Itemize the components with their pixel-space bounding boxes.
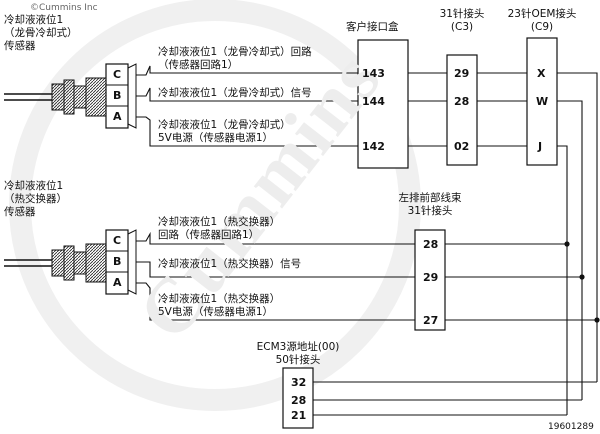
customer-box-title: 客户接口盒 bbox=[346, 21, 399, 33]
c3-title: 31针接头 (C3) bbox=[439, 8, 485, 33]
wires-bottom-sensor bbox=[136, 231, 598, 416]
ecm-pin-32: 32 bbox=[291, 376, 307, 389]
splice-dots bbox=[564, 241, 600, 323]
sensor-top-pin-c: C bbox=[113, 68, 122, 81]
c9-pin-w: W bbox=[536, 95, 549, 108]
c3-connector-box bbox=[446, 54, 478, 166]
wire-label-bottom-b: 冷却液液位1（热交换器）信号 bbox=[158, 258, 302, 270]
customer-box-pin-142: 142 bbox=[362, 140, 385, 153]
sensor-top-title: 冷却液液位1 （龙骨冷却式） 传感器 bbox=[4, 14, 78, 52]
sensor-bottom-pin-b: B bbox=[113, 255, 122, 268]
c9-title: 23针OEM接头 (C9) bbox=[507, 8, 577, 33]
front-harness-pin-28: 28 bbox=[423, 238, 439, 251]
front-harness-pin-29: 29 bbox=[423, 271, 439, 284]
sensor-top-pin-a: A bbox=[113, 110, 122, 123]
sensor-bottom-pin-a: A bbox=[113, 276, 122, 289]
ecm-title: ECM3源地址(00) 50针接头 bbox=[256, 341, 340, 366]
c9-pin-j: J bbox=[538, 140, 543, 153]
ecm-pin-21: 21 bbox=[291, 409, 307, 422]
wire-label-bottom-c: 冷却液液位1（热交换器） 回路（传感器回路1） bbox=[158, 216, 281, 241]
customer-interface-box bbox=[357, 39, 409, 169]
sensor-top-pin-b: B bbox=[113, 89, 122, 102]
wires-top-sensor bbox=[136, 65, 598, 415]
ecm-pin-28: 28 bbox=[291, 394, 307, 407]
customer-box-pin-144: 144 bbox=[362, 95, 385, 108]
c3-pin-28: 28 bbox=[454, 95, 470, 108]
wire-label-top-a: 冷却液液位1（龙骨冷却式） 5V电源（传感器电源1） bbox=[158, 119, 291, 144]
sensor-bottom-body bbox=[4, 229, 137, 295]
front-harness-connector-box bbox=[414, 229, 446, 331]
copyright-text: ©Cummins Inc bbox=[30, 3, 98, 13]
c3-pin-29: 29 bbox=[454, 67, 470, 80]
sensor-bottom-title: 冷却液液位1 （热交换器） 传感器 bbox=[4, 180, 67, 218]
front-harness-pin-27: 27 bbox=[423, 314, 439, 327]
watermark-ring bbox=[9, 0, 421, 411]
c9-pin-x: X bbox=[537, 67, 546, 80]
sensor-top-body bbox=[4, 63, 137, 129]
sensor-bottom-pin-c: C bbox=[113, 234, 122, 247]
wire-label-top-c: 冷却液液位1（龙骨冷却式）回路 （传感器回路1） bbox=[158, 46, 312, 71]
customer-box-pin-143: 143 bbox=[362, 67, 385, 80]
front-harness-title: 左排前部线束 31针接头 bbox=[398, 192, 462, 217]
wire-label-top-b: 冷却液液位1（龙骨冷却式）信号 bbox=[158, 87, 312, 99]
figure-id: 19601289 bbox=[548, 422, 594, 432]
c3-pin-02: 02 bbox=[454, 140, 470, 153]
ecm-connector-box bbox=[282, 367, 314, 429]
wire-label-bottom-a: 冷却液液位1（热交换器） 5V电源（传感器电源1） bbox=[158, 293, 281, 318]
